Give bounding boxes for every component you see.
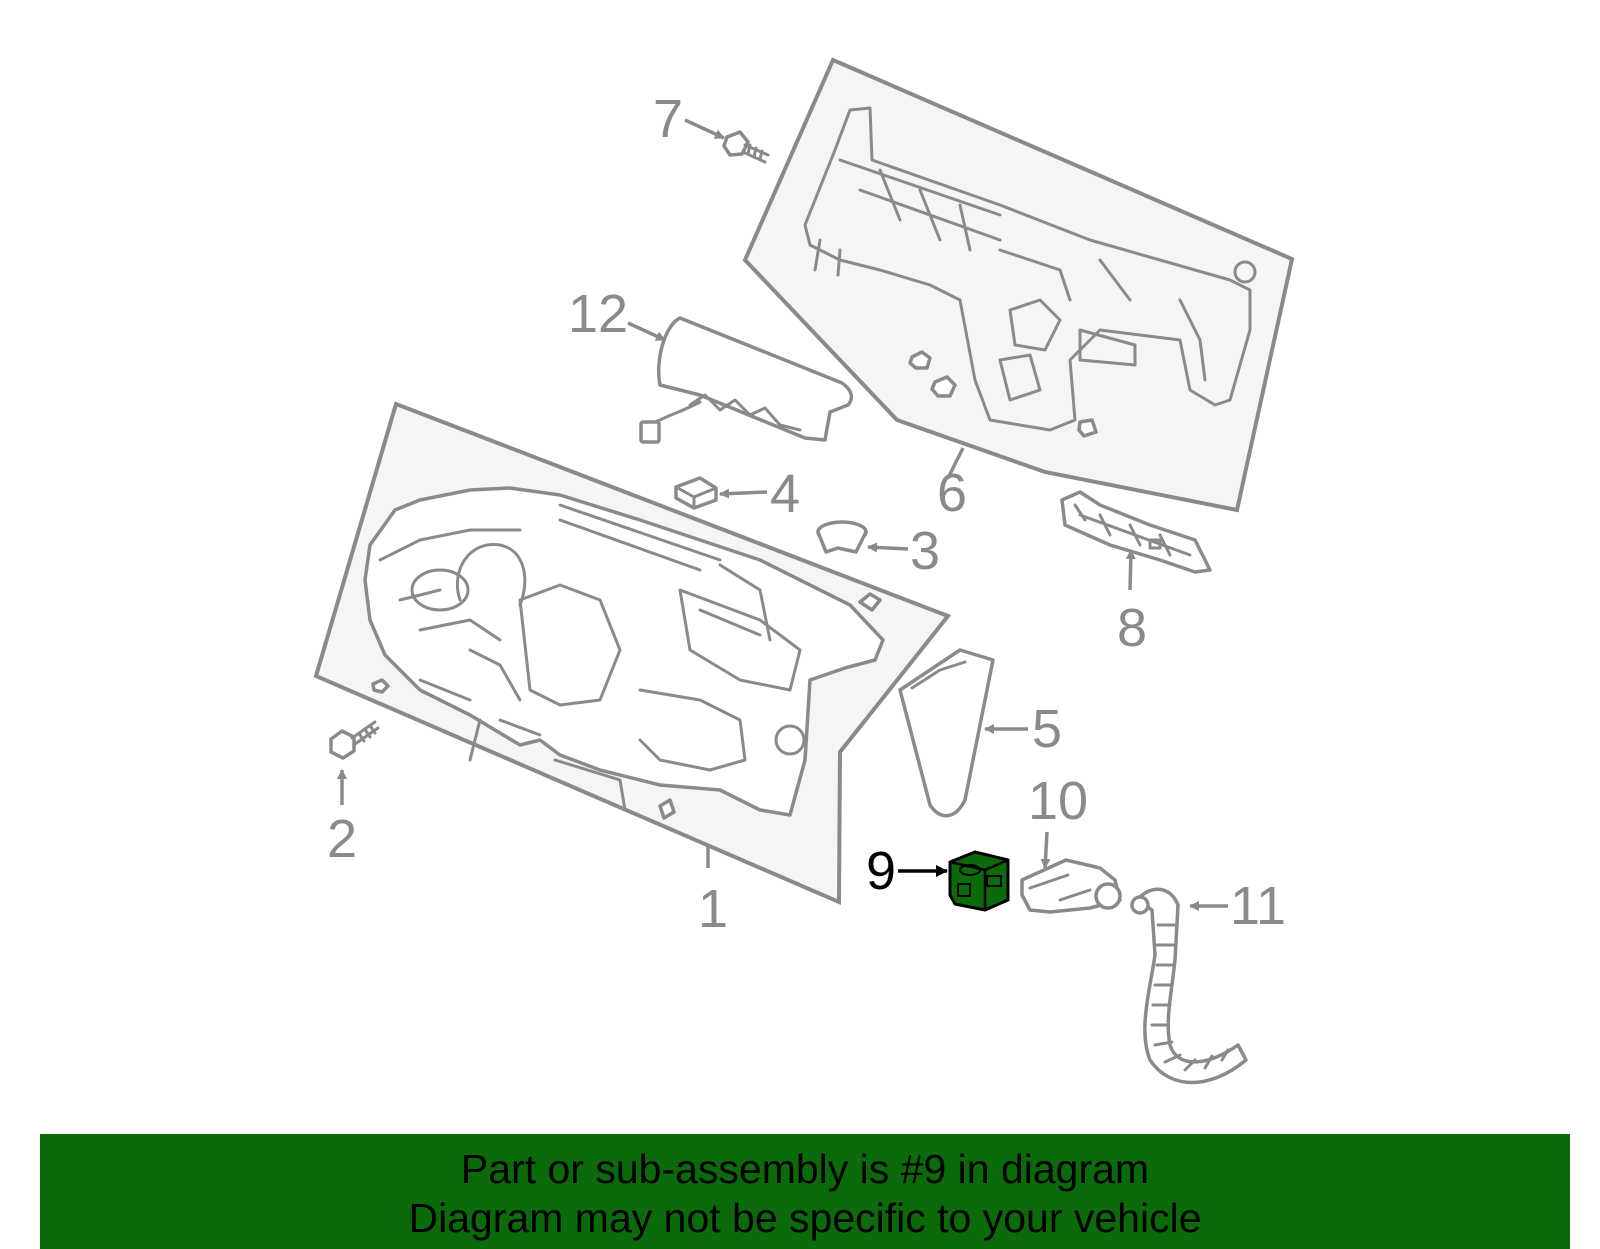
part-1-instrument-panel[interactable] [313,401,952,906]
callout-4: 4 [770,464,800,524]
part-7-bolt[interactable] [722,130,770,164]
callout-1: 1 [698,879,728,939]
callout-2: 2 [327,809,357,869]
callout-5: 5 [1032,699,1062,759]
leader-lines [337,118,1228,911]
callout-9: 9 [866,841,896,901]
callout-11: 11 [1230,876,1286,936]
part-9-highlighted[interactable] [948,850,1010,912]
part-11-duct-hose[interactable] [1130,887,1248,1085]
callout-12: 12 [568,284,628,344]
callout-3: 3 [910,521,940,581]
part-5-side-panel[interactable] [898,648,995,818]
info-banner: Part or sub-assembly is #9 in diagram Di… [40,1134,1570,1249]
banner-line-2: Diagram may not be specific to your vehi… [408,1194,1202,1241]
callout-8: 8 [1117,598,1147,658]
part-3-cap[interactable] [816,520,868,554]
part-6-steering-hanger[interactable] [742,57,1295,513]
callout-7: 7 [653,89,683,149]
part-10-sensor[interactable] [1020,858,1122,914]
part-4-cap[interactable] [674,476,718,510]
callout-6: 6 [937,463,967,523]
part-2-bolt[interactable] [329,720,380,760]
banner-line-1: Part or sub-assembly is #9 in diagram [460,1145,1150,1192]
callout-10: 10 [1028,771,1088,831]
part-8-bracket[interactable] [1060,490,1212,574]
